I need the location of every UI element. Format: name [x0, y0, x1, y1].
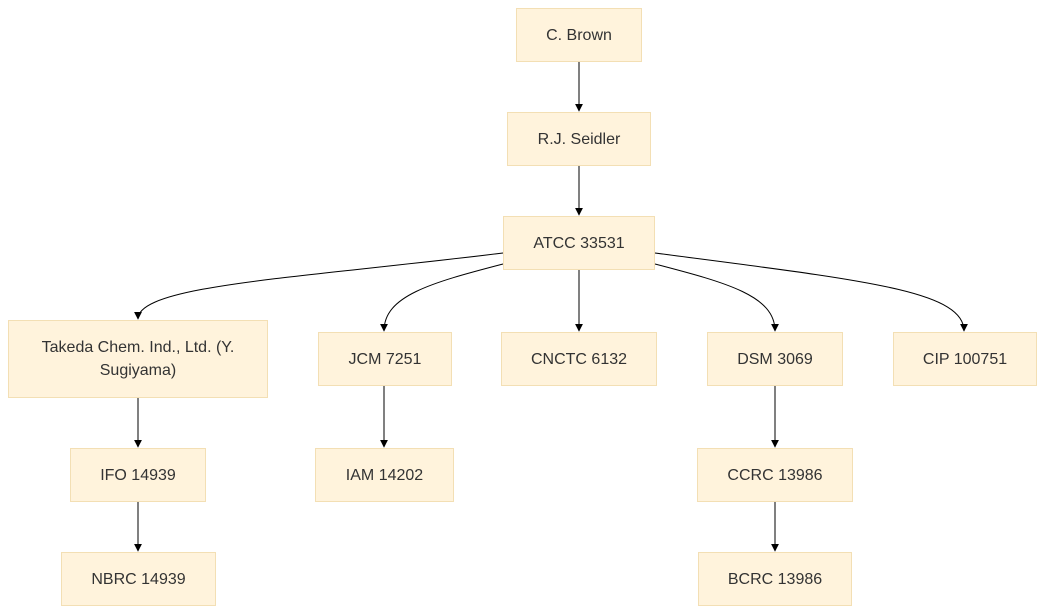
- node-dsm-3069: DSM 3069: [707, 332, 843, 386]
- node-label: JCM 7251: [348, 350, 422, 368]
- edge-atcc-dsm: [654, 263, 779, 332]
- node-label: IAM 14202: [345, 466, 424, 484]
- node-label: Takeda Chem. Ind., Ltd. (Y. Sugiyama): [41, 339, 235, 379]
- node-iam-14202: IAM 14202: [315, 448, 454, 502]
- node-label: CCRC 13986: [727, 466, 823, 484]
- node-label: R.J. Seidler: [537, 130, 621, 148]
- node-c-brown: C. Brown: [516, 8, 642, 62]
- node-nbrc-14939: NBRC 14939: [61, 552, 216, 606]
- node-label: CIP 100751: [922, 350, 1008, 368]
- node-atcc-33531: ATCC 33531: [503, 216, 655, 270]
- node-bcrc-13986: BCRC 13986: [698, 552, 852, 606]
- node-rj-seidler: R.J. Seidler: [507, 112, 651, 166]
- edge-atcc-jcm: [380, 263, 504, 332]
- node-ccrc-13986: CCRC 13986: [697, 448, 853, 502]
- node-label: NBRC 14939: [91, 570, 186, 588]
- node-label: ATCC 33531: [533, 234, 625, 252]
- node-cip-100751: CIP 100751: [893, 332, 1037, 386]
- node-label: IFO 14939: [100, 466, 176, 484]
- node-label: BCRC 13986: [727, 570, 823, 588]
- edge-atcc-takeda: [134, 252, 504, 320]
- node-label: DSM 3069: [737, 350, 813, 368]
- node-label: CNCTC 6132: [530, 350, 628, 368]
- node-label: C. Brown: [546, 26, 612, 44]
- node-ifo-14939: IFO 14939: [70, 448, 206, 502]
- edge-atcc-cip: [654, 252, 968, 332]
- node-takeda: Takeda Chem. Ind., Ltd. (Y. Sugiyama): [8, 320, 268, 398]
- node-cnctc-6132: CNCTC 6132: [501, 332, 657, 386]
- node-jcm-7251: JCM 7251: [318, 332, 452, 386]
